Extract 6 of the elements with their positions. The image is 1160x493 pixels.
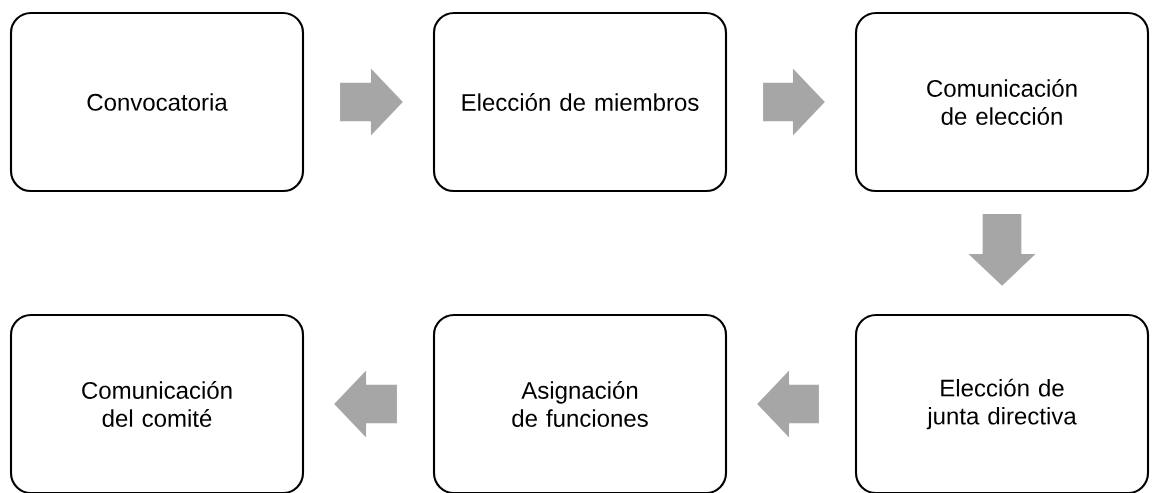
process-box: Convocatoria <box>9 11 305 193</box>
process-box: Elección de miembros <box>432 11 728 193</box>
process-box: Elección de junta directiva <box>854 313 1150 493</box>
process-box: Comunicación de elección <box>854 11 1150 193</box>
process-box: Comunicación del comité <box>9 313 305 493</box>
process-box: Asignación de funciones <box>432 313 728 493</box>
